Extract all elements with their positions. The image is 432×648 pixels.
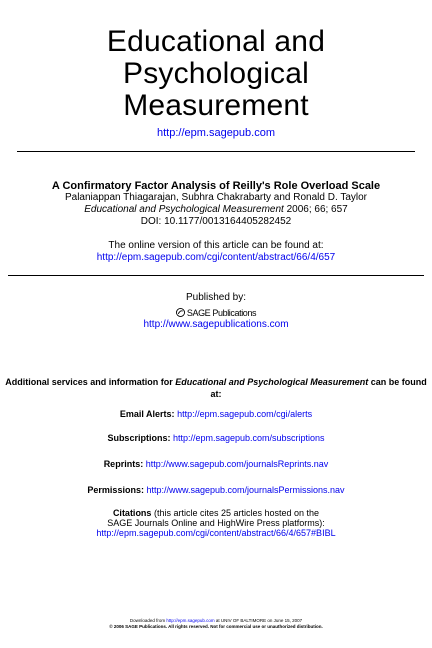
- citation-details: 2006; 66; 657: [283, 204, 348, 215]
- journal-title: Educational and Psychological Measuremen…: [0, 26, 432, 122]
- journal-title-line: Psychological: [122, 57, 310, 90]
- sage-logo-text: SAGE Publications: [186, 307, 257, 318]
- services-intro: Additional services and information for …: [0, 377, 432, 387]
- publisher-logo-row: SAGE Publications: [0, 304, 432, 318]
- journal-title-line: Measurement: [123, 89, 309, 122]
- published-by-label: Published by:: [185, 292, 247, 303]
- email-alerts-label: Email Alerts:: [119, 409, 175, 419]
- reprints-label: Reprints:: [103, 459, 144, 469]
- article-authors: Palaniappan Thiagarajan, Subhra Chakraba…: [64, 192, 368, 203]
- services-intro-journal: Educational and Psychological Measuremen…: [175, 377, 369, 387]
- journal-title-line: Educational and: [106, 25, 326, 58]
- permissions-row: Permissions: http://www.sagepub.com/jour…: [0, 485, 432, 495]
- subscriptions-label: Subscriptions:: [107, 433, 171, 443]
- header-divider: [17, 151, 415, 152]
- download-notice-link[interactable]: http://epm.sagepub.com: [166, 618, 215, 623]
- journal-url-link[interactable]: http://epm.sagepub.com: [156, 127, 275, 139]
- download-notice-prefix: Downloaded from: [129, 618, 167, 623]
- citations-row: Citations (this article cites 25 article…: [0, 508, 432, 518]
- sage-logo-icon: [175, 308, 185, 317]
- sage-logo: SAGE Publications: [175, 307, 257, 318]
- permissions-link[interactable]: http://www.sagepub.com/journalsPermissio…: [146, 485, 345, 495]
- article-doi: DOI: 10.1177/0013164405282452: [140, 216, 292, 227]
- reprints-row: Reprints: http://www.sagepub.com/journal…: [0, 459, 432, 469]
- services-intro-suffix: can be found: [368, 377, 427, 387]
- email-alerts-link[interactable]: http://epm.sagepub.com/cgi/alerts: [177, 409, 313, 419]
- citations-link[interactable]: http://epm.sagepub.com/cgi/content/abstr…: [96, 528, 336, 538]
- online-version-label: The online version of this article can b…: [108, 240, 324, 251]
- article-divider: [8, 275, 424, 276]
- citation-journal: Educational and Psychological Measuremen…: [84, 204, 284, 215]
- citations-label: Citations: [112, 508, 152, 518]
- publisher-url-link[interactable]: http://www.sagepublications.com: [143, 319, 289, 330]
- citations-text: (this article cites 25 articles hosted o…: [151, 508, 320, 518]
- permissions-label: Permissions:: [87, 485, 144, 495]
- citations-text-line2: SAGE Journals Online and HighWire Press …: [107, 518, 325, 528]
- subscriptions-row: Subscriptions: http://epm.sagepub.com/su…: [0, 433, 432, 443]
- services-intro-line2: at:: [210, 389, 222, 399]
- article-title: A Confirmatory Factor Analysis of Reilly…: [51, 180, 381, 192]
- reprints-link[interactable]: http://www.sagepub.com/journalsReprints.…: [145, 459, 329, 469]
- services-intro-prefix: Additional services and information for: [5, 377, 176, 387]
- email-alerts-row: Email Alerts: http://epm.sagepub.com/cgi…: [0, 409, 432, 419]
- subscriptions-link[interactable]: http://epm.sagepub.com/subscriptions: [172, 433, 325, 443]
- copyright-notice: © 2006 SAGE Publications. All rights res…: [109, 624, 323, 629]
- online-version-link[interactable]: http://epm.sagepub.com/cgi/content/abstr…: [96, 252, 336, 263]
- article-citation: Educational and Psychological Measuremen…: [0, 204, 432, 215]
- download-notice-suffix: at UNIV OF BALTIMORE on June 15, 2007: [214, 618, 303, 623]
- download-notice: Downloaded from http://epm.sagepub.com a…: [0, 618, 432, 624]
